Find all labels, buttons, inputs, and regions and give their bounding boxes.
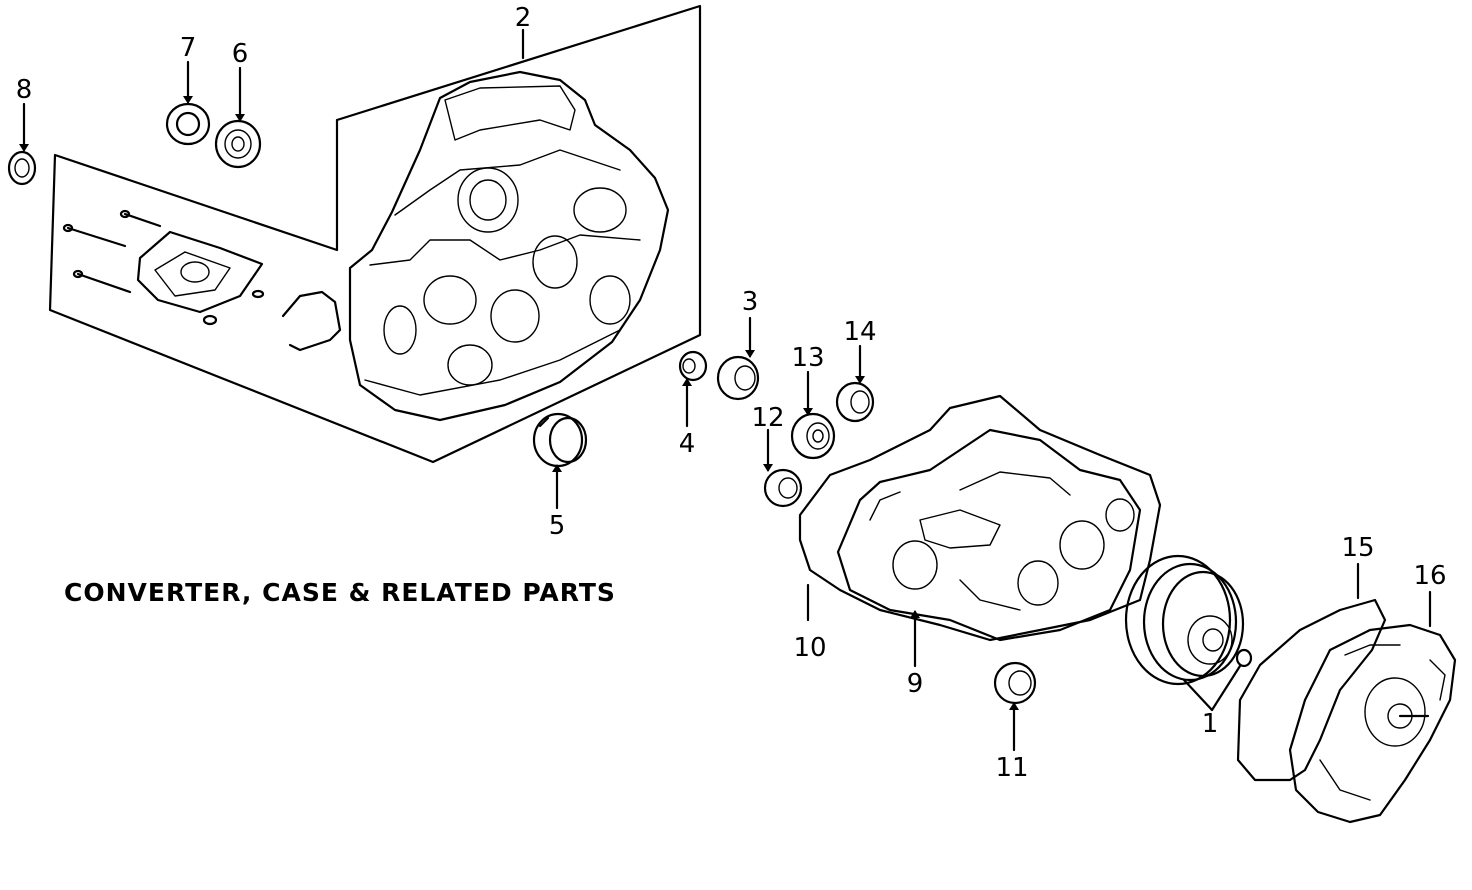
callout-9: 9 [907,669,924,699]
callout-1: 1 [1202,709,1219,739]
callout-4: 4 [679,429,696,459]
callout-14: 14 [843,317,876,347]
callout-12: 12 [751,403,784,433]
lower-case-9 [836,428,1142,642]
converter-cover-16 [1288,623,1457,824]
callout-6: 6 [232,39,249,69]
seal-8 [7,150,37,186]
seal-11 [993,661,1037,705]
callout-16: 16 [1413,561,1446,591]
callout-5: 5 [549,511,566,541]
callout-10: 10 [793,633,826,663]
bearing-5 [532,412,588,468]
callout-8: 8 [16,75,33,105]
callout-3: 3 [742,287,759,317]
bearing-6 [214,119,262,169]
callout-7: 7 [180,33,197,63]
side-cover-bolts [62,209,342,352]
seal-4 [678,350,708,382]
bearing-3 [716,355,760,401]
callout-11: 11 [995,753,1028,783]
callout-numbers: 2 7 6 8 3 14 13 12 4 5 10 9 11 1 15 16 [16,3,1447,783]
bearing-12 [763,468,803,508]
assembly-frame [48,4,702,464]
diagram-title: CONVERTER, CASE & RELATED PARTS [64,578,616,607]
callout-13: 13 [791,343,824,373]
case-gasket-10 [798,394,1162,642]
callout-15: 15 [1341,533,1374,563]
leader-lines [19,28,1432,752]
bearing-13 [790,412,836,460]
bearing-14 [835,381,875,423]
torque-converter-1 [1124,554,1253,686]
gasket-15 [1236,598,1387,782]
transmission-housing [348,70,670,422]
callout-2: 2 [515,3,532,33]
seal-7 [165,102,211,146]
